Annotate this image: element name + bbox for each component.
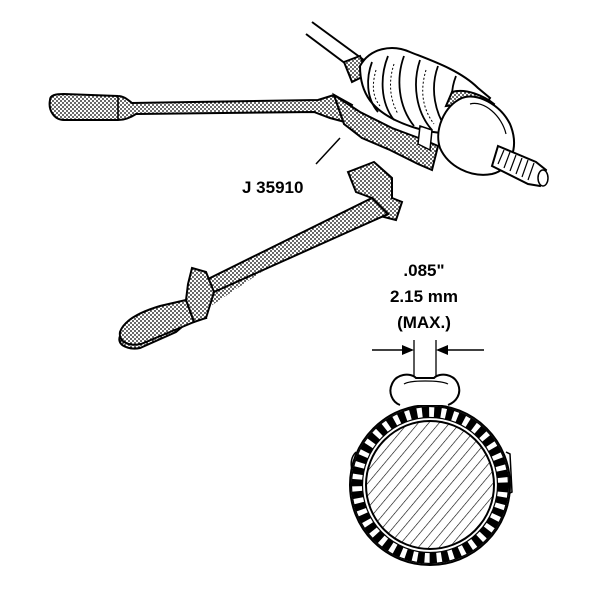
clamp-pliers-tool — [48, 92, 440, 350]
splined-stub-shaft — [490, 144, 549, 188]
shaft-section — [365, 420, 495, 550]
boot-rubber-layer — [350, 405, 510, 565]
cv-axle-assembly — [305, 21, 549, 188]
tool-callout: J 35910 — [242, 137, 341, 197]
gap-mm-text: 2.15 mm — [390, 287, 458, 306]
clamp-cross-section — [349, 373, 513, 566]
gap-max-text: (MAX.) — [397, 313, 451, 332]
gap-inch-text: .085" — [403, 261, 444, 280]
gap-spec-label: .085" 2.15 mm (MAX.) — [390, 261, 458, 332]
lower-handle — [118, 196, 390, 350]
gap-dimension-arrows — [372, 340, 484, 382]
pivot-link — [346, 160, 404, 222]
clamp-ear — [389, 373, 461, 406]
upper-jaw — [332, 92, 440, 172]
upper-handle — [48, 92, 354, 124]
tool-number-label: J 35910 — [242, 178, 303, 197]
